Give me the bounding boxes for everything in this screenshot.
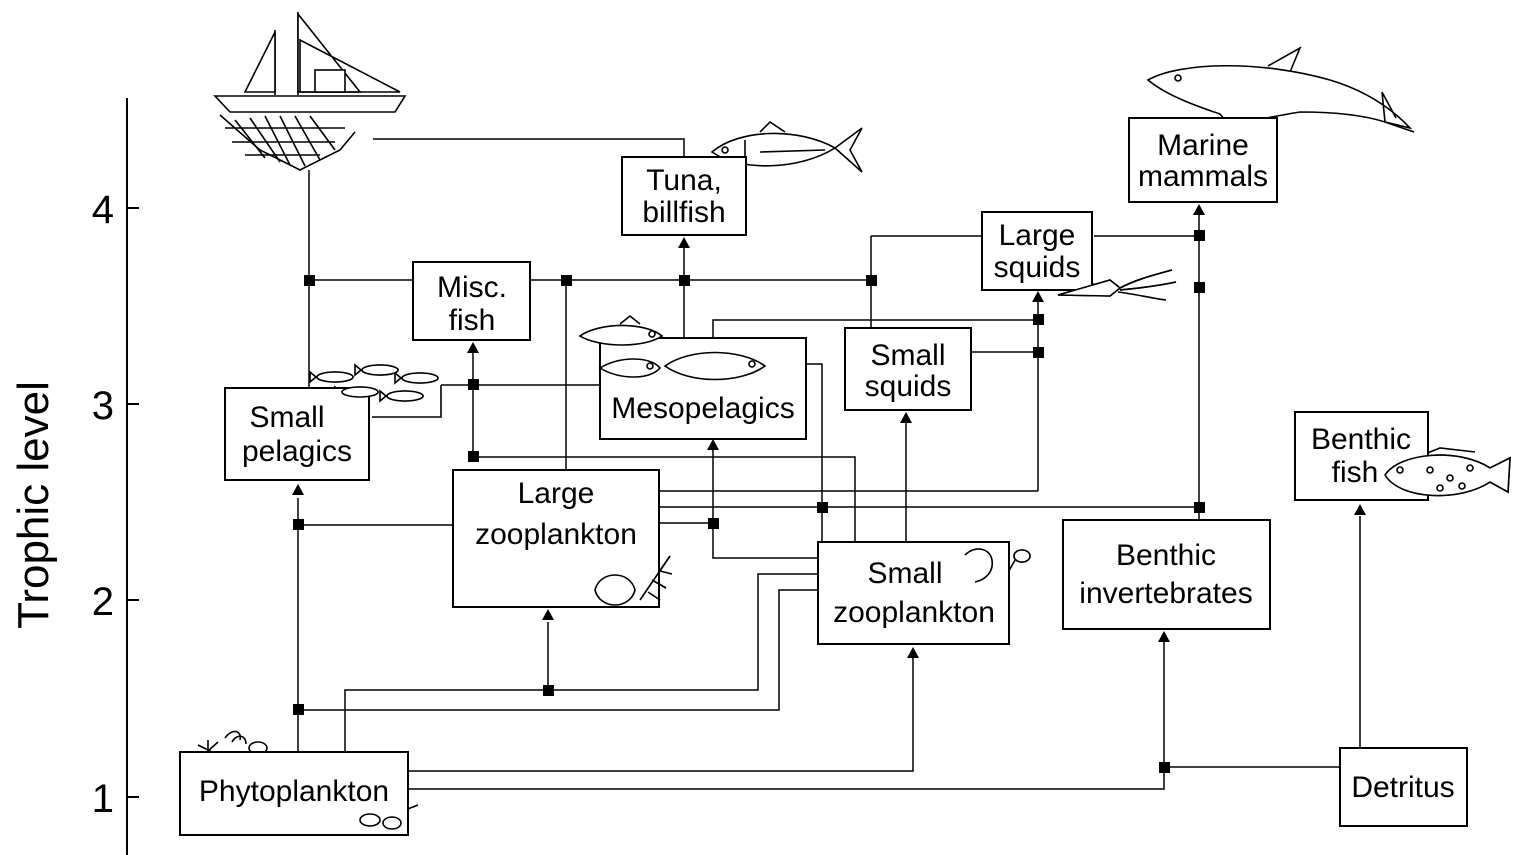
arrowheads <box>292 204 1366 658</box>
node-detritus-line1: Detritus <box>1351 771 1454 804</box>
node-benthic-invertebrates: Benthic invertebrates <box>1062 519 1271 630</box>
node-small-zooplankton: Small zooplankton <box>817 541 1010 645</box>
node-large-zooplankton-line2: zooplankton <box>475 518 637 551</box>
junctions <box>293 230 1205 773</box>
node-tuna-billfish-line1: Tuna, <box>646 164 722 197</box>
shrimp-icon <box>964 548 1031 583</box>
tick-label-1: 1 <box>92 777 114 821</box>
node-misc-fish-line1: Misc. <box>437 271 507 304</box>
node-small-pelagics-line1: Small <box>249 401 324 434</box>
y-axis: 1 2 3 4 Trophic level <box>9 98 139 855</box>
fish-school-icon <box>316 364 439 402</box>
node-large-zooplankton-line1: Large <box>518 477 595 510</box>
fishing-boat-icon <box>213 11 407 171</box>
node-small-squids-line2: squids <box>865 370 952 403</box>
y-axis-title: Trophic level <box>9 381 58 629</box>
node-detritus: Detritus <box>1339 747 1468 827</box>
node-small-pelagics-line2: pelagics <box>242 435 352 468</box>
node-large-squids-line2: squids <box>994 251 1081 284</box>
node-tuna-billfish-line2: billfish <box>642 196 725 229</box>
node-misc-fish-line2: fish <box>449 304 496 337</box>
node-small-zooplankton-line2: zooplankton <box>833 596 995 629</box>
node-benthic-fish-line1: Benthic <box>1311 423 1411 456</box>
node-large-squids-line1: Large <box>999 219 1076 252</box>
node-phytoplankton-line1: Phytoplankton <box>199 775 389 808</box>
node-small-zooplankton-line1: Small <box>867 557 942 590</box>
mesopelagic-fish-icon <box>578 324 767 381</box>
node-marine-mammals: Marine mammals <box>1128 117 1278 203</box>
node-large-squids: Large squids <box>981 211 1093 291</box>
node-misc-fish: Misc. fish <box>412 261 531 341</box>
node-small-pelagics: Small pelagics <box>224 387 370 481</box>
node-small-squids: Small squids <box>844 327 972 411</box>
tick-label-2: 2 <box>92 580 114 624</box>
jellyfish-icon <box>594 555 671 606</box>
node-benthic-fish-line2: fish <box>1332 456 1379 489</box>
node-small-squids-line1: Small <box>870 339 945 372</box>
phytoplankton-icon <box>359 813 402 830</box>
grouper-icon <box>1384 454 1511 497</box>
tick-label-3: 3 <box>92 384 114 428</box>
node-tuna-billfish: Tuna, billfish <box>621 156 747 236</box>
connectors <box>297 138 1361 790</box>
node-marine-mammals-line1: Marine <box>1157 129 1249 162</box>
node-mesopelagics-line1: Mesopelagics <box>611 392 794 425</box>
node-benthic-invertebrates-line2: invertebrates <box>1079 577 1252 610</box>
tick-label-4: 4 <box>92 188 114 232</box>
dolphin-icon <box>1146 46 1415 133</box>
squid-icon <box>1057 269 1177 297</box>
node-large-zooplankton: Large zooplankton <box>452 469 660 608</box>
node-benthic-invertebrates-line1: Benthic <box>1116 539 1216 572</box>
node-marine-mammals-line2: mammals <box>1138 160 1268 193</box>
